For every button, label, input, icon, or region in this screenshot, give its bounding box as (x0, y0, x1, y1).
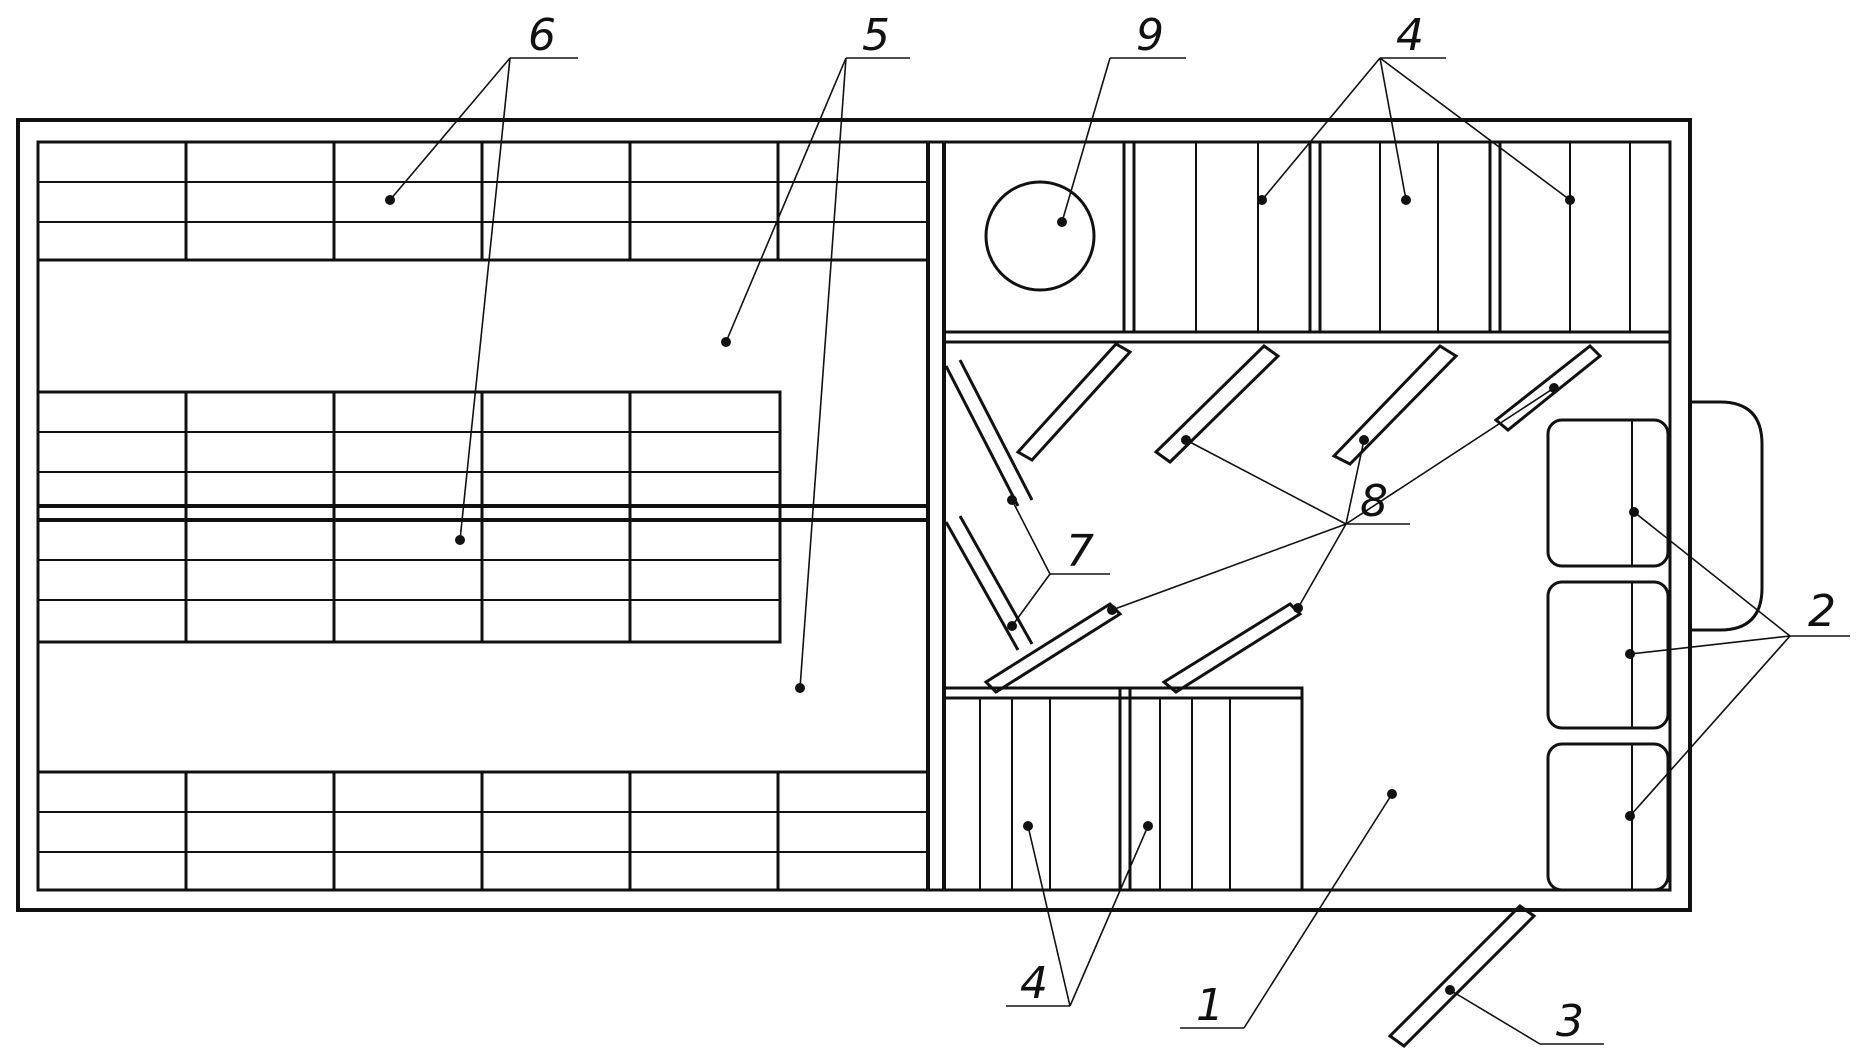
rack-row-middle (36, 390, 928, 644)
outer-walls (16, 118, 1692, 912)
corridor-doors (944, 359, 1034, 651)
callout-1: 1 (1196, 980, 1224, 1031)
tank-circle (984, 180, 1096, 292)
rack-row-top (36, 140, 930, 262)
callout-5: 5 (862, 10, 890, 61)
callout-9: 9 (1136, 10, 1164, 61)
central-partition (926, 142, 946, 890)
callout-6: 6 (528, 10, 556, 61)
external-door (1387, 904, 1537, 1048)
callout-4-top: 4 (1396, 10, 1424, 61)
callout-labels: 6 5 9 4 8 7 2 4 1 3 (528, 10, 1836, 1047)
inclined-doors (983, 342, 1603, 694)
lockers (1546, 418, 1670, 892)
wall-niche (1690, 400, 1764, 632)
tank-room (942, 140, 1126, 334)
callout-8: 8 (1360, 476, 1388, 527)
leader-lines (385, 57, 1850, 1045)
callout-7: 7 (1066, 526, 1094, 577)
callout-2: 2 (1808, 586, 1836, 637)
rack-row-bottom (36, 770, 930, 892)
callout-3: 3 (1556, 996, 1584, 1047)
top-cabins (944, 140, 1672, 344)
callout-4-bottom: 4 (1020, 958, 1048, 1009)
bottom-cabins (942, 686, 1304, 892)
